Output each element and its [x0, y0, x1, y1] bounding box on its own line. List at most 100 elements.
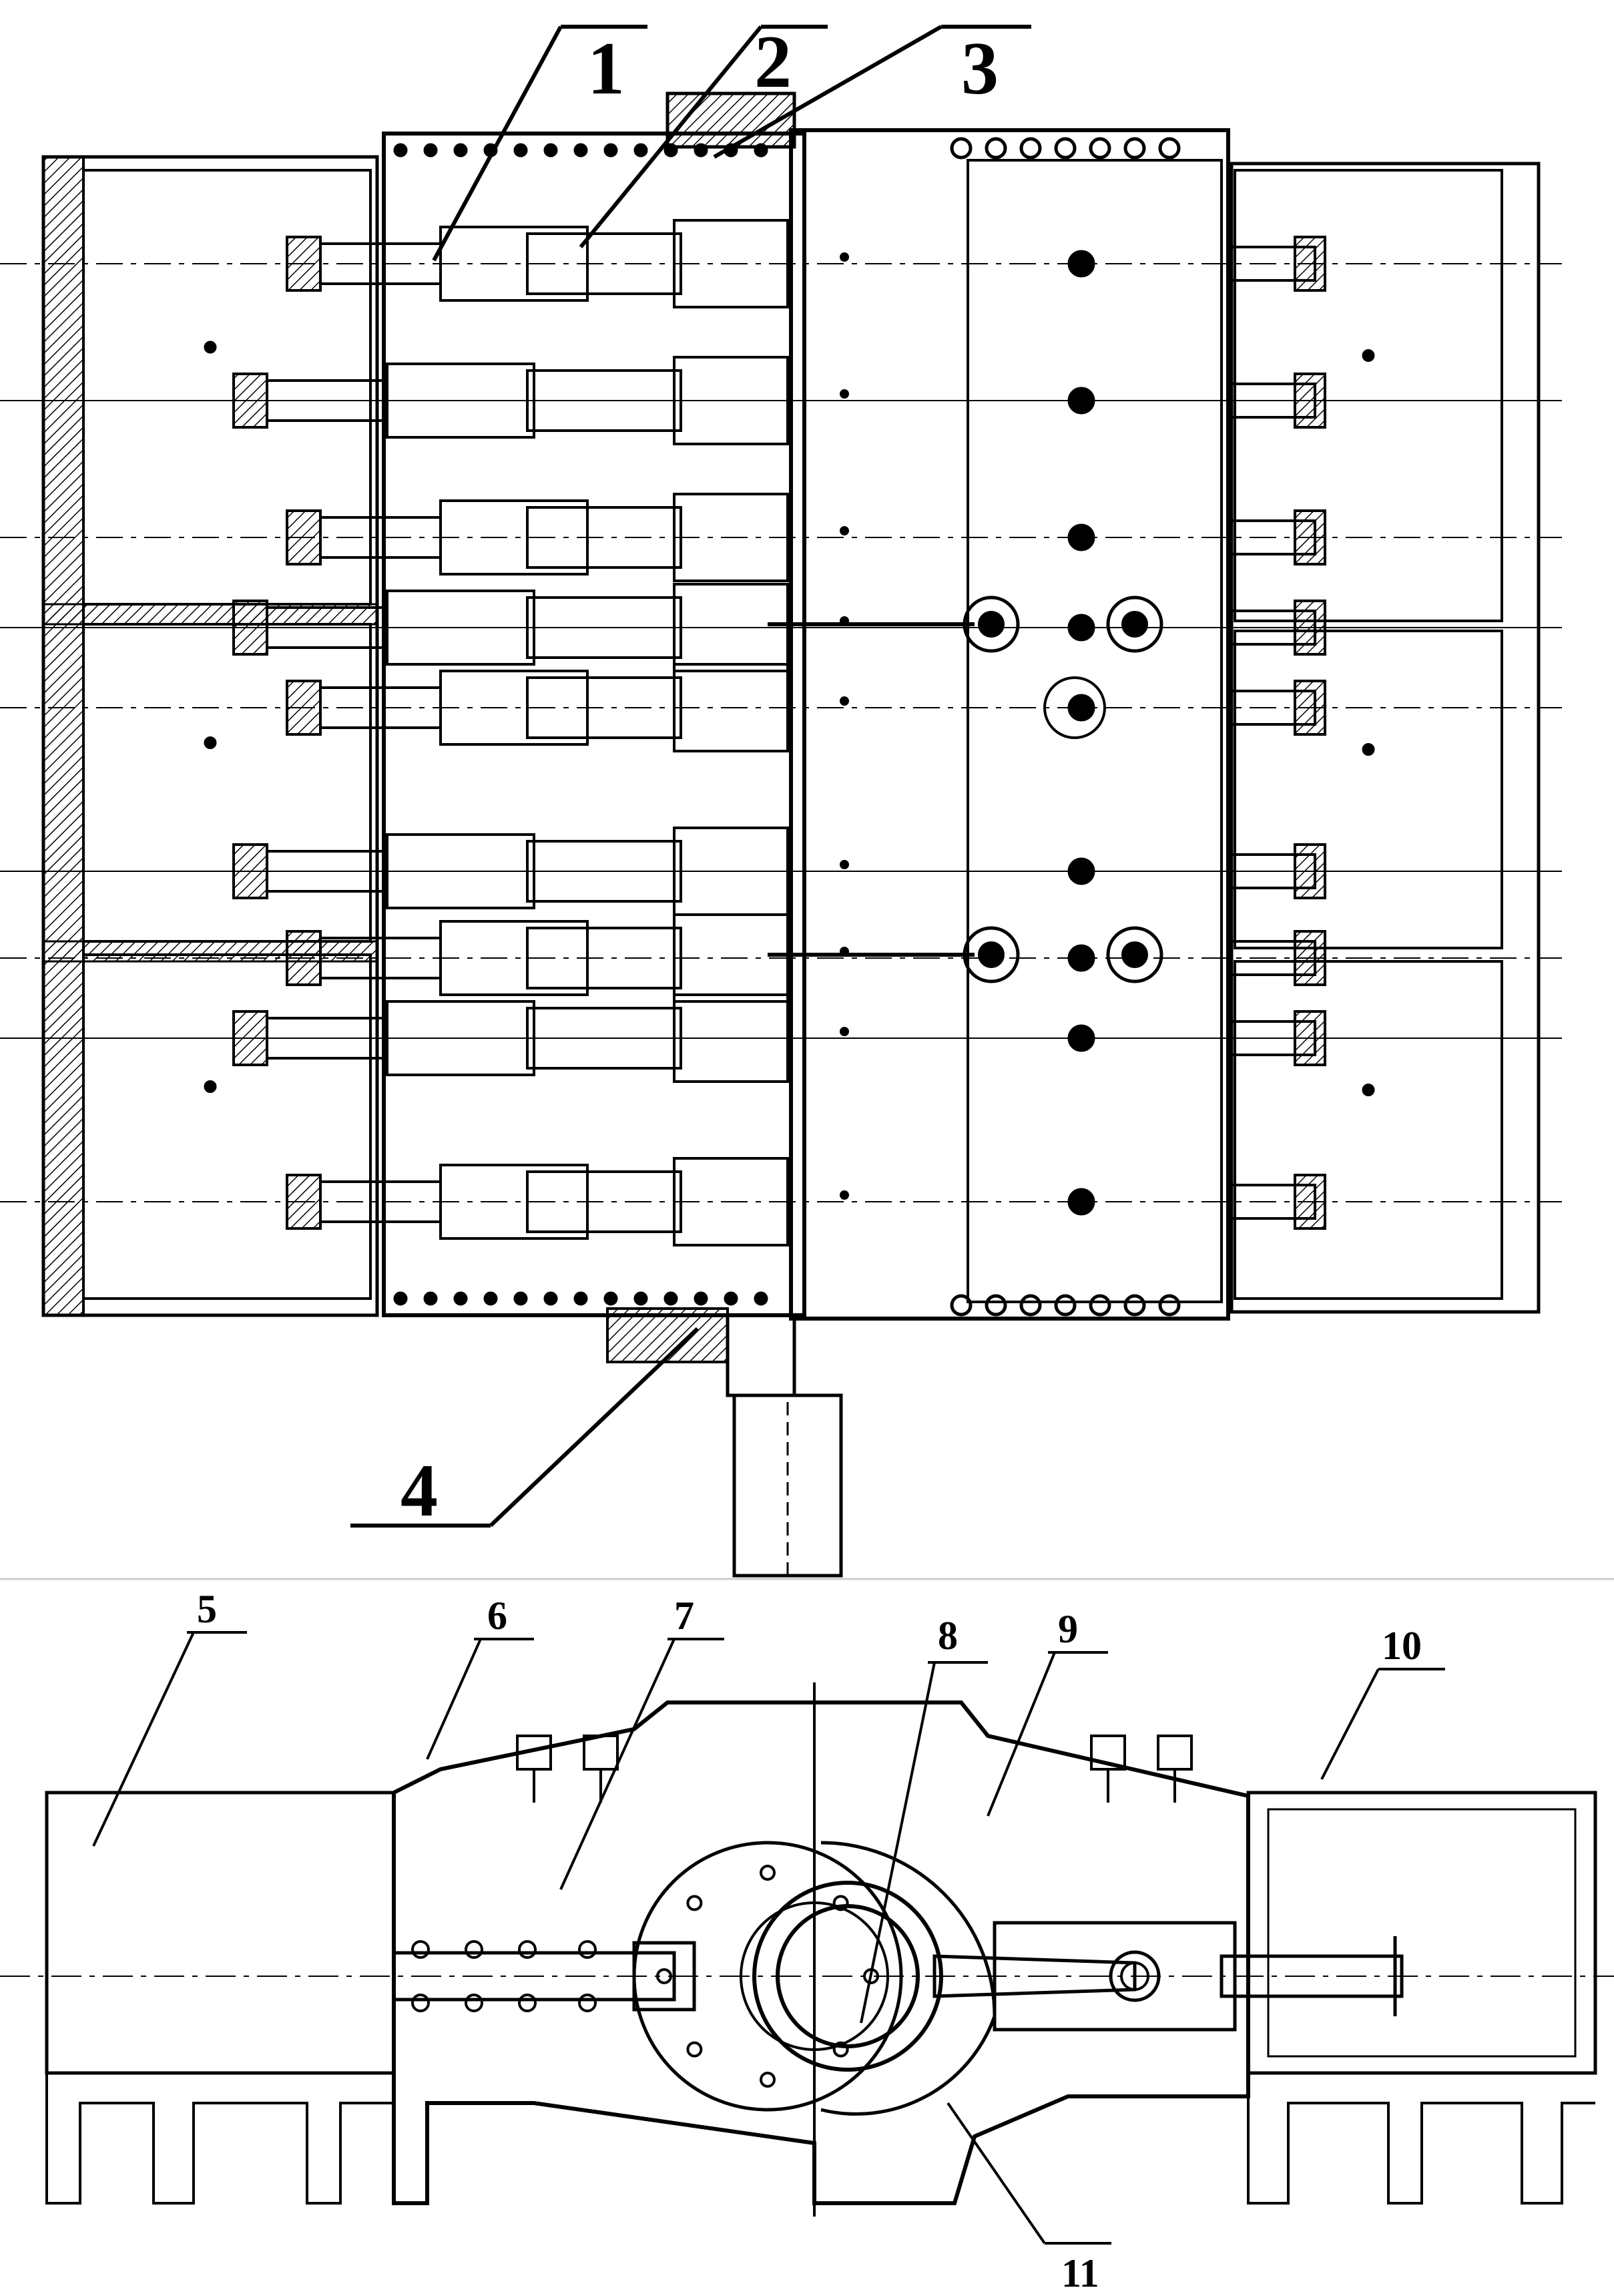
- aux-bearing-boss: [1106, 926, 1163, 983]
- bearing-pin: [978, 611, 1005, 638]
- bolt-head: [1158, 137, 1181, 160]
- crank-throw: [673, 913, 789, 1003]
- right-packing: [1294, 680, 1326, 736]
- leader-11-diag: [947, 2102, 1046, 2245]
- label-5: 5: [197, 1587, 217, 1631]
- bolt-dot: [573, 143, 588, 158]
- crosshead-block: [439, 920, 589, 996]
- cover-dot: [840, 860, 849, 869]
- bearing-pin: [978, 941, 1005, 968]
- right-packing: [1294, 373, 1326, 429]
- cover-dot: [840, 389, 849, 399]
- packing-nut: [232, 843, 268, 899]
- cover-dot: [840, 526, 849, 535]
- left-chamber-2: [82, 623, 372, 943]
- bolt-dot: [393, 143, 408, 158]
- frame-profile: [392, 1700, 1250, 2205]
- label-1: 1: [587, 27, 625, 110]
- crosshead-block: [386, 590, 535, 666]
- label-9: 9: [1058, 1607, 1078, 1651]
- bolt-head: [950, 1294, 973, 1317]
- right-chamber-1: [1234, 169, 1503, 622]
- top-leaders: [350, 25, 1031, 1528]
- bolt-head: [1089, 137, 1111, 160]
- leader-5-diag: [92, 1632, 195, 1847]
- crank-throw: [673, 993, 789, 1083]
- bolt-dot: [483, 1291, 498, 1306]
- rod-bolt: [518, 1940, 537, 1959]
- bolt-dot: [603, 143, 618, 158]
- bolt-dot: [573, 1291, 588, 1306]
- left-chamber-3: [82, 953, 372, 1300]
- packing-nut: [286, 236, 322, 292]
- chamber-marker: [204, 340, 217, 354]
- packing-nut: [286, 930, 322, 986]
- leader-6-diag: [426, 1638, 482, 1760]
- shaft-bearing: [726, 1313, 796, 1397]
- connecting-rod: [526, 369, 682, 432]
- right-packing: [1294, 1010, 1326, 1066]
- crosshead-block: [439, 1164, 589, 1240]
- disk-bolt: [656, 1968, 672, 1984]
- crosshead-block: [439, 670, 589, 746]
- leader-3-diag: [713, 25, 943, 159]
- bolt-head: [1054, 1294, 1077, 1317]
- left-tank-wall: [42, 156, 85, 1317]
- cover-bolt: [1067, 857, 1095, 885]
- rod-clevis: [632, 1941, 696, 2012]
- connecting-rod: [526, 840, 682, 903]
- right-packing: [1294, 600, 1326, 656]
- chamber-marker: [204, 736, 217, 749]
- bolt-head: [985, 1294, 1007, 1317]
- right-chamber-2: [1234, 630, 1503, 949]
- bolt-head: [950, 137, 973, 160]
- crank-throw: [673, 356, 789, 445]
- leader-4-diag: [489, 1327, 700, 1528]
- crosshead-guide: [993, 1921, 1237, 2032]
- top-view: 1 2 3 4: [0, 21, 1562, 1578]
- disk-bolt: [760, 2072, 776, 2088]
- bearing-pin: [1121, 611, 1148, 638]
- disk-bolt: [686, 1895, 703, 1911]
- connecting-rod: [526, 1170, 682, 1233]
- leader-1-diag: [432, 25, 563, 262]
- rod-bolt: [411, 1994, 430, 2012]
- crank-throw: [673, 219, 789, 308]
- bolt-dot: [633, 143, 648, 158]
- packing-nut: [232, 1010, 268, 1066]
- rod-bolt: [518, 1994, 537, 2012]
- rod-bolt: [578, 1940, 597, 1959]
- leader-8-diag: [860, 1662, 936, 2024]
- bolt-dot: [513, 143, 528, 158]
- bolt-dot: [423, 1291, 438, 1306]
- inspection-port: [1043, 676, 1106, 739]
- label-11: 11: [1061, 2251, 1099, 2295]
- side-view-geometry: [0, 1682, 1614, 2217]
- crosshead-pin-inner: [1120, 1962, 1149, 1991]
- label-7: 7: [674, 1594, 694, 1638]
- side-view: 5 6 7 8 9 10 11: [0, 1587, 1614, 2295]
- bolt-head: [1123, 137, 1146, 160]
- bolt-dot: [393, 1291, 408, 1306]
- top-view-geometry: [0, 91, 1562, 1578]
- bolt-dot: [633, 1291, 648, 1306]
- crank-journal: [740, 1901, 889, 2051]
- bolt-dot: [724, 1291, 738, 1306]
- connecting-rod: [526, 676, 682, 739]
- right-tank-feet: [1247, 2073, 1595, 2205]
- bolt-dot: [603, 1291, 618, 1306]
- bolt-head: [1123, 1294, 1146, 1317]
- label-6: 6: [487, 1594, 507, 1638]
- crank-throw: [673, 493, 789, 582]
- cover-dot: [840, 1027, 849, 1036]
- crosshead-block: [386, 363, 535, 439]
- crosshead-block: [386, 1000, 535, 1076]
- seal-housing: [606, 1307, 729, 1363]
- right-packing: [1294, 1174, 1326, 1230]
- bolt-dot: [543, 143, 558, 158]
- bolt-dot: [543, 1291, 558, 1306]
- crankcase-left: [382, 132, 806, 1317]
- rod-bolt: [411, 1940, 430, 1959]
- right-tank-housing: [1230, 162, 1541, 1314]
- left-tank-housing: [41, 155, 379, 1317]
